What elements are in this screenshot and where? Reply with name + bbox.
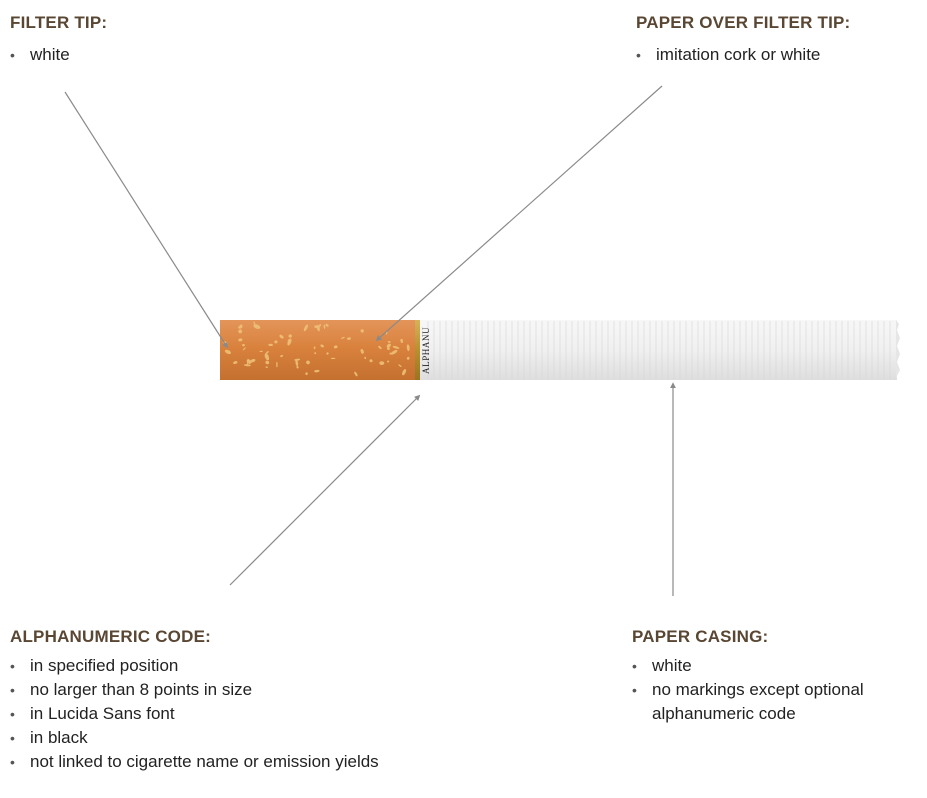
- list-item: alphanumeric code: [630, 702, 864, 726]
- list-item: •white: [630, 654, 864, 678]
- bullet-icon: •: [10, 43, 15, 67]
- list-item: •in Lucida Sans font: [8, 702, 379, 726]
- alphanumeric-code-list: •in specified position •no larger than 8…: [8, 654, 379, 774]
- bullet-icon: •: [10, 654, 15, 678]
- paper-casing-list: •white •no markings except optional alph…: [630, 654, 864, 726]
- bullet-icon: •: [10, 750, 15, 774]
- filter-tip-heading: FILTER TIP:: [10, 13, 107, 33]
- alphanumeric-code-marking: ALPHANU: [421, 327, 431, 374]
- bullet-icon: •: [632, 654, 637, 678]
- list-item: •in specified position: [8, 654, 379, 678]
- bullet-icon: •: [636, 43, 641, 67]
- list-item: •white: [8, 43, 70, 67]
- paper-over-filter-tip-heading: PAPER OVER FILTER TIP:: [636, 13, 850, 33]
- bullet-icon: •: [632, 678, 637, 702]
- list-item: •imitation cork or white: [634, 43, 820, 67]
- paper-over-filter-leader: [377, 86, 662, 340]
- filter-tip-cork: [220, 320, 415, 380]
- alphanumeric-code-leader: [230, 396, 419, 585]
- filter-tip-list: •white: [8, 43, 70, 67]
- cork-speckle: [276, 362, 277, 368]
- list-item: •no larger than 8 points in size: [8, 678, 379, 702]
- list-item: •not linked to cigarette name or emissio…: [8, 750, 379, 774]
- bullet-icon: •: [10, 702, 15, 726]
- alphanumeric-code-heading: ALPHANUMERIC CODE:: [10, 627, 211, 647]
- list-item: •in black: [8, 726, 379, 750]
- bullet-icon: •: [10, 726, 15, 750]
- bullet-icon: •: [10, 678, 15, 702]
- cork-speckle: [331, 358, 336, 359]
- list-item: •no markings except optional: [630, 678, 864, 702]
- paper-casing: [419, 320, 900, 380]
- filter-tip-leader: [65, 92, 227, 347]
- paper-casing-heading: PAPER CASING:: [632, 627, 768, 647]
- paper-over-filter-tip-list: •imitation cork or white: [634, 43, 820, 67]
